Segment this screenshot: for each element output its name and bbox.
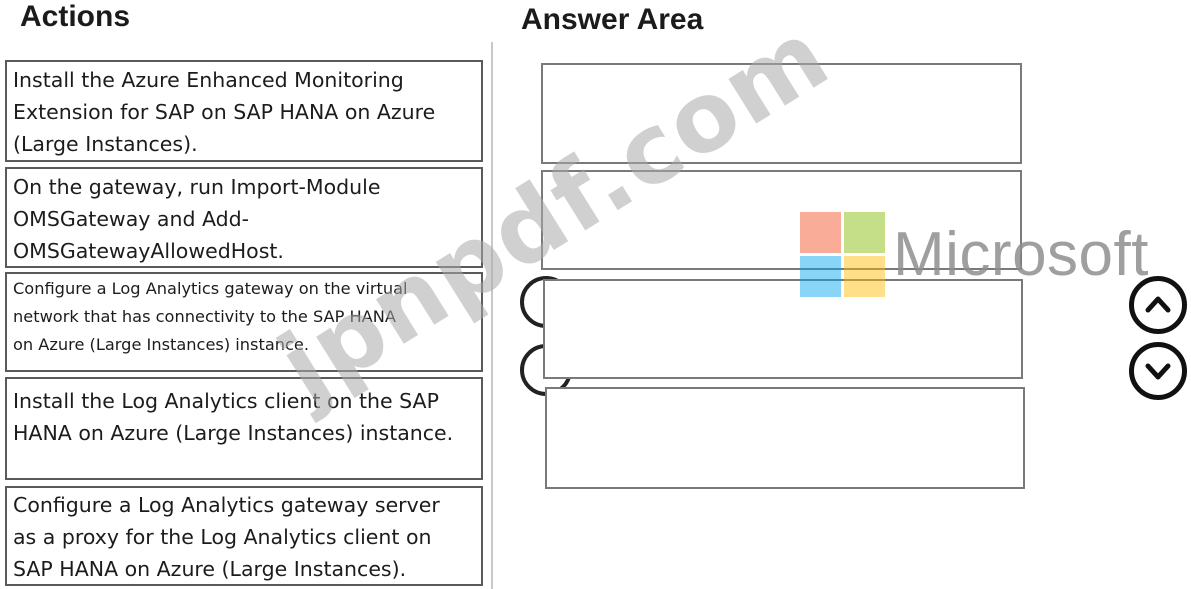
action-item-install-log-analytics-client[interactable]: Install the Log Analytics client on the … — [5, 377, 483, 480]
action-line: Configure a Log Analytics gateway server — [13, 493, 440, 517]
action-line: as a proxy for the Log Analytics client … — [13, 525, 432, 549]
action-line: network that has connectivity to the SAP… — [13, 307, 396, 326]
logo-square-blue — [800, 256, 841, 297]
action-line: OMSGatewayAllowedHost. — [13, 239, 284, 263]
column-divider — [491, 42, 493, 589]
microsoft-logo-text: Microsoft — [893, 219, 1149, 289]
action-line: On the gateway, run Import-Module — [13, 175, 381, 199]
chevron-up-icon — [1145, 296, 1171, 313]
action-line: (Large Instances). — [13, 132, 198, 156]
microsoft-logo: Microsoft — [800, 212, 1149, 297]
answer-slot-2[interactable] — [541, 170, 1022, 270]
logo-square-yellow — [844, 256, 885, 297]
answer-slot-4[interactable] — [545, 387, 1025, 489]
action-line: on Azure (Large Instances) instance. — [13, 335, 310, 354]
action-item-install-enhanced-monitoring[interactable]: Install the Azure Enhanced Monitoring Ex… — [5, 60, 483, 162]
answer-slot-3[interactable] — [543, 279, 1023, 379]
action-line: HANA on Azure (Large Instances) instance… — [13, 421, 454, 445]
action-line: Install the Azure Enhanced Monitoring — [13, 68, 404, 92]
action-line: OMSGateway and Add- — [13, 207, 250, 231]
action-item-run-import-module[interactable]: On the gateway, run Import-Module OMSGat… — [5, 167, 483, 268]
answer-area-heading: Answer Area — [521, 3, 704, 36]
actions-heading: Actions — [20, 0, 131, 33]
action-line: Configure a Log Analytics gateway on the… — [13, 279, 408, 298]
action-line: Install the Log Analytics client on the … — [13, 389, 439, 413]
logo-square-green — [844, 212, 885, 253]
move-up-button[interactable] — [1129, 276, 1187, 334]
action-item-configure-gateway-proxy[interactable]: Configure a Log Analytics gateway server… — [5, 486, 483, 586]
action-line: SAP HANA on Azure (Large Instances). — [13, 557, 407, 581]
move-down-button[interactable] — [1129, 342, 1187, 400]
chevron-down-icon — [1145, 363, 1171, 380]
action-line: Extension for SAP on SAP HANA on Azure — [13, 100, 436, 124]
logo-square-red — [800, 212, 841, 253]
action-item-configure-gateway-vnet[interactable]: Configure a Log Analytics gateway on the… — [5, 272, 483, 372]
microsoft-logo-grid — [800, 212, 885, 297]
answer-slot-1[interactable] — [541, 63, 1022, 164]
